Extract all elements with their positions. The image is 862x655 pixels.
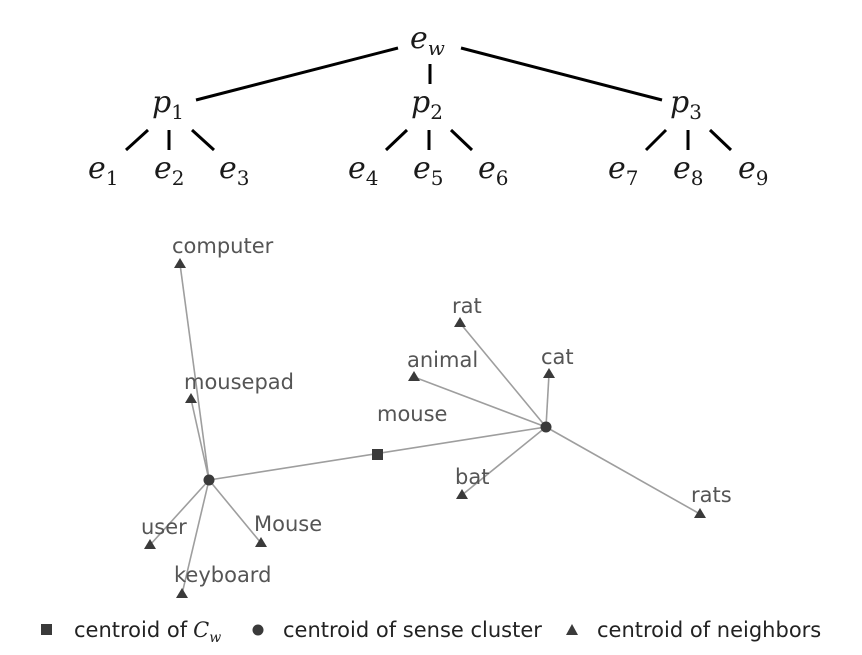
tree-root-label: ew <box>410 21 445 60</box>
triangle-cat <box>543 368 555 378</box>
legend-circle-icon <box>252 624 264 636</box>
legend-triangle-icon <box>566 624 578 635</box>
edge-left-mouse-cap <box>208 479 262 544</box>
legend-circle-label: centroid of sense cluster <box>283 618 542 642</box>
triangle-user <box>144 539 156 549</box>
tree-edge-p1-e3 <box>190 128 216 152</box>
edge-right-rat <box>459 322 547 428</box>
label-user: user <box>141 515 187 539</box>
label-mouse: mouse <box>377 402 447 426</box>
word-centroid-square <box>372 449 383 460</box>
tree-edge-root-p3 <box>460 46 663 102</box>
triangle-animal <box>408 371 420 381</box>
triangle-rats <box>694 508 706 518</box>
label-rats: rats <box>691 483 732 507</box>
sense-cluster-centroid-left <box>203 474 215 486</box>
legend-triangle-label: centroid of neighbors <box>597 618 821 642</box>
sense-cluster-centroid-right <box>540 421 552 433</box>
label-keyboard: keyboard <box>174 563 271 587</box>
label-mouse-cap: Mouse <box>254 512 322 536</box>
tree-edge-root-p1 <box>195 46 399 102</box>
edge-right-bat <box>461 426 547 496</box>
tree-parent-p2: p2 <box>411 85 443 124</box>
triangle-mouse-cap <box>255 537 267 547</box>
tree-leaf-e1: e1 <box>88 151 119 190</box>
tree-leaf-e5: e5 <box>413 151 444 190</box>
tree-leaf-e7: e7 <box>608 151 639 190</box>
label-mousepad: mousepad <box>184 370 294 394</box>
edge-right-animal <box>413 376 547 428</box>
label-animal: animal <box>407 348 478 372</box>
legend-square-icon <box>41 624 52 635</box>
tree-leaf-e6: e6 <box>478 151 509 190</box>
tree-leaf-e3: e3 <box>219 151 250 190</box>
triangle-bat <box>456 489 468 499</box>
label-cat: cat <box>541 345 574 369</box>
tree-edge-p3-e7 <box>644 128 668 152</box>
label-computer: computer <box>172 234 274 258</box>
tree-parent-p1: p1 <box>152 85 184 124</box>
edge-right-rats <box>545 426 701 515</box>
tree-edge-p2-e4 <box>384 128 409 152</box>
tree-leaf-e4: e4 <box>348 151 379 190</box>
sense-graph: mouse computer mousepad user keyboard Mo… <box>141 234 732 598</box>
tree-edge-p2-e6 <box>449 128 474 152</box>
triangle-keyboard <box>176 588 188 598</box>
tree-parent-p3: p3 <box>670 85 702 124</box>
label-bat: bat <box>455 465 489 489</box>
triangle-computer <box>174 258 186 268</box>
label-rat: rat <box>452 294 482 318</box>
tree-edge-p3-e9 <box>708 128 733 152</box>
edge-left-computer <box>179 263 210 481</box>
tree-edge-p1-e1 <box>124 128 150 152</box>
edge-left-user <box>149 479 210 546</box>
tree-leaf-e2: e2 <box>154 151 185 190</box>
triangle-rat <box>454 317 466 327</box>
hierarchy-tree: ew p1 p2 p3 e1 e2 e3 e4 e5 e6 e7 e8 e9 <box>88 21 769 190</box>
edge-left-keyboard <box>181 479 210 595</box>
edge-right-cat <box>545 373 550 428</box>
triangle-mousepad <box>185 393 197 403</box>
tree-leaf-e9: e9 <box>738 151 769 190</box>
edge-left-mousepad <box>190 398 210 481</box>
tree-leaf-e8: e8 <box>673 151 704 190</box>
